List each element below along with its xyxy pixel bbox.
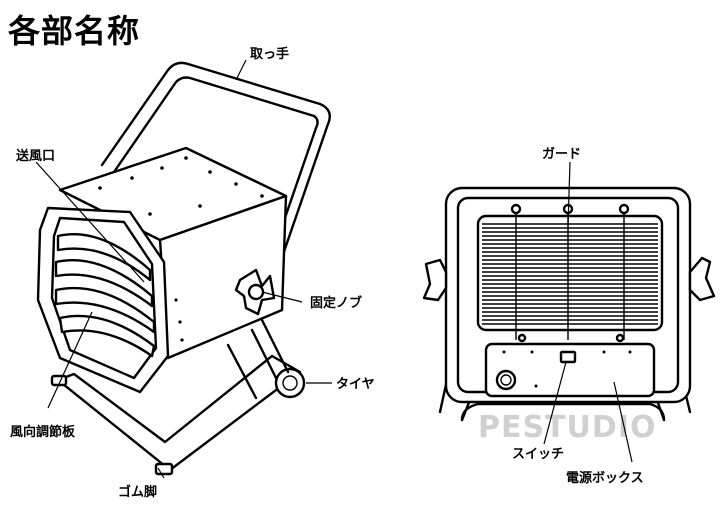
right-heater-illustration bbox=[422, 186, 716, 422]
cabinet-side-screws bbox=[174, 298, 184, 342]
power-box-port bbox=[495, 369, 517, 391]
side-knob-right bbox=[688, 256, 716, 302]
label-handle: 取っ手 bbox=[250, 46, 289, 62]
label-guard: ガード bbox=[542, 147, 581, 162]
label-power-box: 電源ボックス bbox=[566, 470, 644, 486]
tire-hub bbox=[282, 375, 298, 391]
side-leg-inner bbox=[250, 328, 278, 380]
label-switch: スイッチ bbox=[512, 447, 564, 462]
label-tire: タイヤ bbox=[336, 377, 375, 392]
label-knob: 固定ノブ bbox=[310, 295, 362, 311]
leader-lines bbox=[35, 59, 633, 479]
guard-slats bbox=[482, 223, 658, 325]
side-leg-far bbox=[226, 343, 258, 400]
louvers bbox=[54, 232, 156, 358]
front-frame-inner bbox=[50, 216, 158, 380]
page-title: 各部名称 bbox=[8, 12, 141, 50]
cabinet-top-screws bbox=[98, 156, 264, 216]
tire bbox=[274, 367, 306, 399]
power-box bbox=[484, 342, 656, 398]
power-switch bbox=[559, 350, 577, 364]
side-knob-left bbox=[422, 258, 448, 302]
handle bbox=[100, 61, 331, 300]
guard bbox=[476, 214, 664, 332]
label-foot: ゴム脚 bbox=[118, 484, 157, 500]
label-outlet: 送風口 bbox=[15, 148, 55, 164]
side-leg bbox=[260, 318, 290, 374]
handle-inner bbox=[112, 76, 319, 298]
stand-base bbox=[460, 402, 666, 422]
watermark: PESTUDIO bbox=[478, 410, 656, 445]
left-heater-illustration bbox=[36, 61, 331, 476]
label-louver: 風向調節板 bbox=[10, 424, 76, 440]
